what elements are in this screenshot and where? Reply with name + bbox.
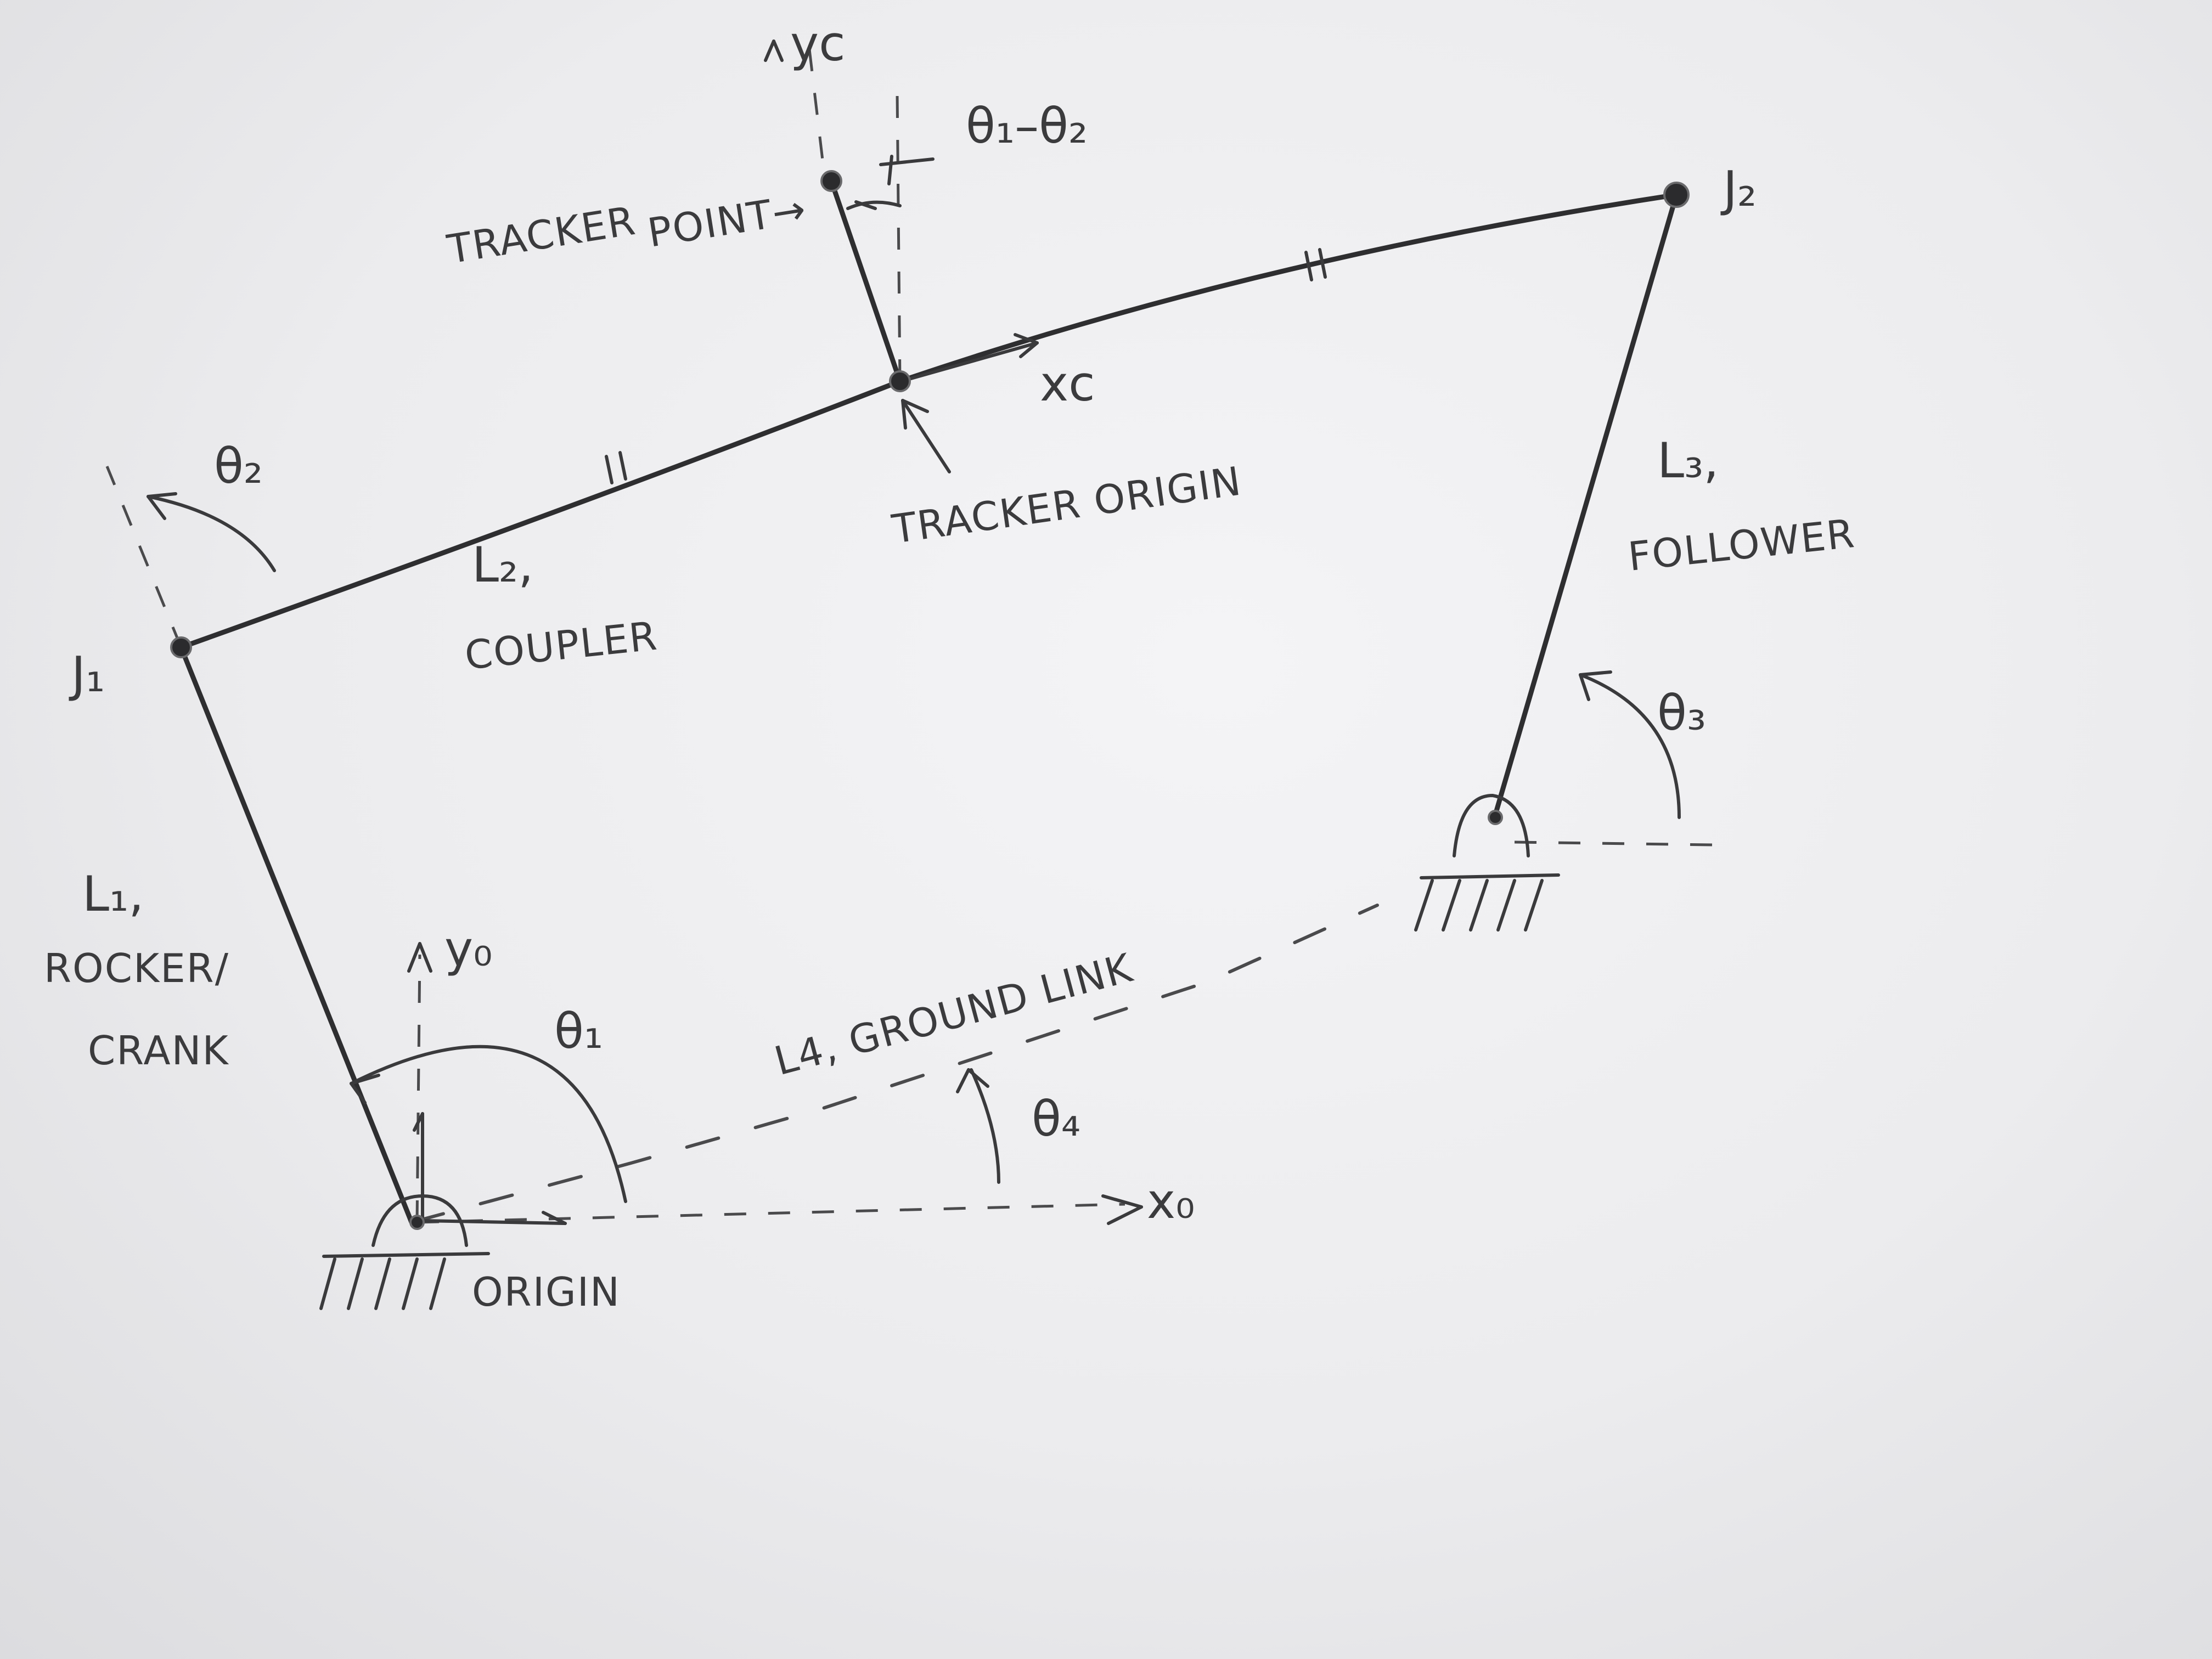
label-j1: J₁	[69, 646, 105, 703]
label-theta1-minus-theta2: θ₁–θ₂	[966, 98, 1088, 154]
label-theta2: θ₂	[214, 438, 263, 494]
label-theta3: θ₃	[1657, 685, 1706, 741]
follower-reference-line	[1514, 840, 1713, 847]
label-ground-link: L4, GROUND LINK	[770, 944, 1138, 1084]
yc-axis	[896, 93, 902, 382]
label-y0: y₀	[444, 921, 492, 977]
yc-arrow	[764, 40, 784, 62]
label-point: POINT→	[645, 185, 810, 256]
link-l1-rocker-crank	[178, 645, 414, 1225]
label-l3: L₃,	[1657, 432, 1719, 489]
label-coupler: COUPLER	[463, 612, 660, 678]
tracker-point-joint	[820, 170, 842, 192]
label-origin: ORIGIN	[472, 1269, 621, 1315]
y0-axis	[415, 954, 421, 1223]
label-l2: L₂,	[472, 537, 533, 593]
label-theta1: θ₁	[554, 1003, 603, 1059]
x0-arrow	[1101, 1194, 1143, 1225]
joint-j1	[170, 636, 192, 658]
label-xc: xᴄ	[1040, 356, 1095, 412]
y0-arrow	[407, 942, 432, 973]
tracker-origin-pointer	[901, 399, 951, 473]
x0-reference-line	[416, 1203, 1125, 1224]
theta2-angle	[105, 466, 276, 648]
label-rocker: ROCKER/	[44, 945, 229, 991]
yc-upper-dash	[808, 49, 825, 165]
coupler-tick-marks	[605, 248, 1327, 484]
ground-link-l4	[410, 904, 1379, 1224]
tracker-origin-joint	[889, 370, 911, 392]
label-j2: J₂	[1720, 161, 1757, 217]
label-crank: CRANK	[88, 1028, 229, 1074]
follower-ground-joint	[1488, 810, 1503, 825]
label-x0: x₀	[1147, 1173, 1195, 1229]
link-l3-follower	[1493, 192, 1679, 817]
theta3-angle	[1579, 670, 1681, 819]
theta1-theta2-angle	[846, 155, 935, 210]
label-theta4: θ₄	[1032, 1091, 1080, 1147]
xc-arrow	[909, 333, 1039, 380]
label-tracker: TRACKER	[444, 198, 639, 273]
origin-ground-support	[319, 1194, 490, 1310]
label-follower: FOLLOWER	[1626, 510, 1858, 580]
label-tracker-origin: TRACKER ORIGIN	[889, 458, 1245, 552]
label-yc: yᴄ	[790, 15, 845, 72]
theta4-angle	[956, 1068, 1000, 1184]
link-l2-coupler	[178, 192, 1679, 650]
origin-x-arrow	[421, 1219, 567, 1225]
joint-j2	[1663, 182, 1690, 208]
theta1-angle	[350, 1045, 627, 1203]
tracker-arm	[829, 178, 903, 384]
follower-ground-support	[1414, 793, 1560, 932]
label-l1: L₁,	[82, 866, 144, 922]
origin-joint	[409, 1215, 425, 1230]
